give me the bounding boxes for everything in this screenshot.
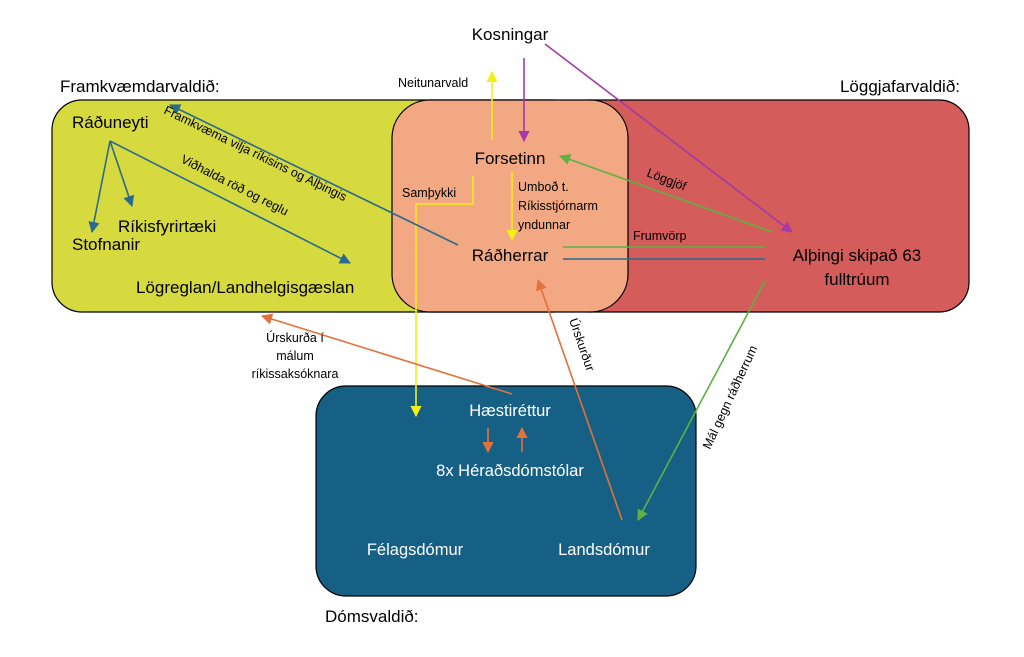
label-legislative: Löggjafarvaldið:: [840, 77, 960, 96]
arrow-vidhalda: [109, 140, 351, 264]
node-haestirettur: Hæstiréttur: [469, 402, 551, 420]
edge-label-sampykki: Samþykki: [402, 186, 456, 200]
node-radherrar: Ráðherrar: [472, 246, 549, 265]
arrow-kosningar-althingi: [544, 43, 793, 233]
edge-label-umbod-line2: Ríkisstjórnarm: [518, 199, 598, 213]
node-althingi-line1: Alþingi skipað 63: [793, 246, 922, 265]
edge-label-urskurda-line2: málum: [276, 349, 314, 363]
arrow-loggjof: [558, 154, 773, 233]
node-logreglan: Lögreglan/Landhelgisgæslan: [136, 278, 354, 297]
arrow-urskurdur: [536, 278, 623, 521]
arrow-raduneyti-rikisfyrirtaeki: [109, 140, 135, 208]
node-rikisfyrirtaeki: Ríkisfyrirtæki: [118, 217, 216, 236]
edge-label-neitunarvald: Neitunarvald: [398, 76, 468, 90]
arrow-framkvaema: [168, 104, 459, 246]
arrow-sampykki: [410, 176, 474, 418]
node-forsetinn: Forsetinn: [475, 149, 546, 168]
node-raduneyti: Ráðuneyti: [72, 113, 149, 132]
edge-label-umbod-line1: Umboð t.: [518, 180, 569, 194]
label-executive: Framkvæmdarvaldið:: [60, 77, 220, 96]
edge-label-frumvorp: Frumvörp: [633, 229, 687, 243]
edge-label-umbod-line3: yndunnar: [518, 218, 570, 232]
node-stofnanir: Stofnanir: [72, 235, 140, 254]
node-landsdomur: Landsdómur: [558, 541, 650, 559]
edge-label-urskurda-line3: ríkissaksóknara: [252, 367, 339, 381]
edge-label-urskurda-line1: Úrskurða í: [266, 330, 324, 345]
node-kosningar: Kosningar: [472, 25, 549, 44]
label-judicial: Dómsvaldið:: [325, 607, 419, 626]
arrow-urskurda: [260, 313, 513, 395]
arrow-raduneyti-stofnanir: [88, 140, 111, 234]
node-heradsdomstolar: 8x Héraðsdómstólar: [436, 462, 584, 480]
edge-label-urskurdur: Úrskurður: [566, 316, 598, 373]
node-felagsdomur: Félagsdómur: [367, 541, 464, 559]
arrow-mal-gegn: [637, 280, 766, 521]
judicial-region: [315, 385, 697, 597]
node-althingi-line2: fulltrúum: [824, 270, 889, 289]
edge-label-mal-gegn: Mál gegn ráðherrum: [700, 343, 760, 451]
